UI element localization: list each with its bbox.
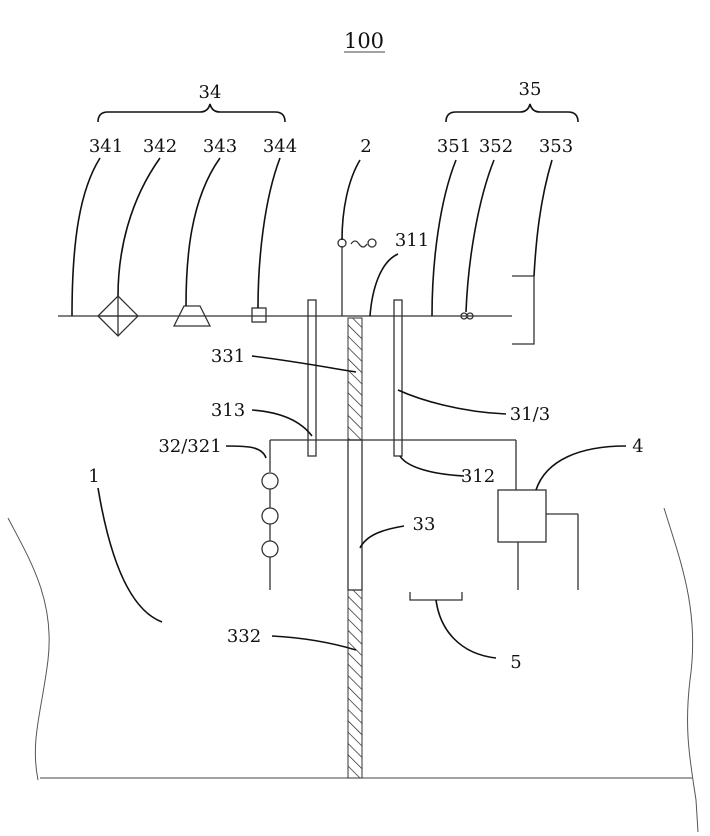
label-341: 341 <box>89 136 123 157</box>
label-1: 1 <box>88 466 99 487</box>
element-321-a <box>262 473 278 489</box>
leader-342 <box>118 158 160 296</box>
label-33: 33 <box>413 514 436 535</box>
element-321-b <box>262 508 278 524</box>
right-housing-wall <box>664 508 698 832</box>
tube-312 <box>394 300 402 456</box>
hatched-upper-331 <box>348 318 362 440</box>
leader-31-3 <box>398 390 506 414</box>
figure-title: 100 <box>344 29 384 53</box>
label-351: 351 <box>437 136 471 157</box>
leader-4 <box>536 446 626 490</box>
left-housing-wall <box>8 518 49 780</box>
brace-35 <box>446 104 578 122</box>
terminal-right <box>368 239 376 247</box>
tray-5 <box>410 592 462 600</box>
leader-312 <box>400 456 464 476</box>
label-4: 4 <box>632 436 643 457</box>
label-5: 5 <box>510 652 521 673</box>
leader-2 <box>342 160 360 240</box>
terminal-left <box>338 239 346 247</box>
leader-332 <box>272 636 356 650</box>
label-31-3: 31/3 <box>510 404 550 425</box>
label-312: 312 <box>461 466 495 487</box>
label-343: 343 <box>203 136 237 157</box>
leader-353 <box>534 160 552 276</box>
leader-344 <box>258 158 280 308</box>
valve-344 <box>252 308 266 322</box>
brace-34 <box>98 104 285 122</box>
label-344: 344 <box>263 136 297 157</box>
label-311: 311 <box>395 230 429 251</box>
leader-32-321 <box>226 446 266 458</box>
label-2: 2 <box>360 136 371 157</box>
label-35: 35 <box>519 79 542 100</box>
label-34: 34 <box>199 82 222 103</box>
bracket-353 <box>512 276 534 344</box>
leader-331 <box>252 356 356 372</box>
leader-33 <box>360 526 404 548</box>
ac-symbol <box>351 241 367 247</box>
label-352: 352 <box>479 136 513 157</box>
label-353: 353 <box>539 136 573 157</box>
hatched-lower-332 <box>348 590 362 778</box>
leader-341 <box>72 158 100 316</box>
leader-1 <box>98 488 162 622</box>
label-332: 332 <box>227 626 261 647</box>
label-342: 342 <box>143 136 177 157</box>
leader-5 <box>436 600 496 658</box>
label-313: 313 <box>211 400 245 421</box>
element-321-c <box>262 541 278 557</box>
leader-343 <box>186 158 220 306</box>
leader-352 <box>466 160 494 312</box>
leader-313 <box>252 410 312 436</box>
device-4 <box>498 490 546 542</box>
label-331: 331 <box>211 346 245 367</box>
leader-351 <box>432 160 456 316</box>
column-33 <box>348 440 362 590</box>
label-32-321: 32/321 <box>158 436 221 457</box>
